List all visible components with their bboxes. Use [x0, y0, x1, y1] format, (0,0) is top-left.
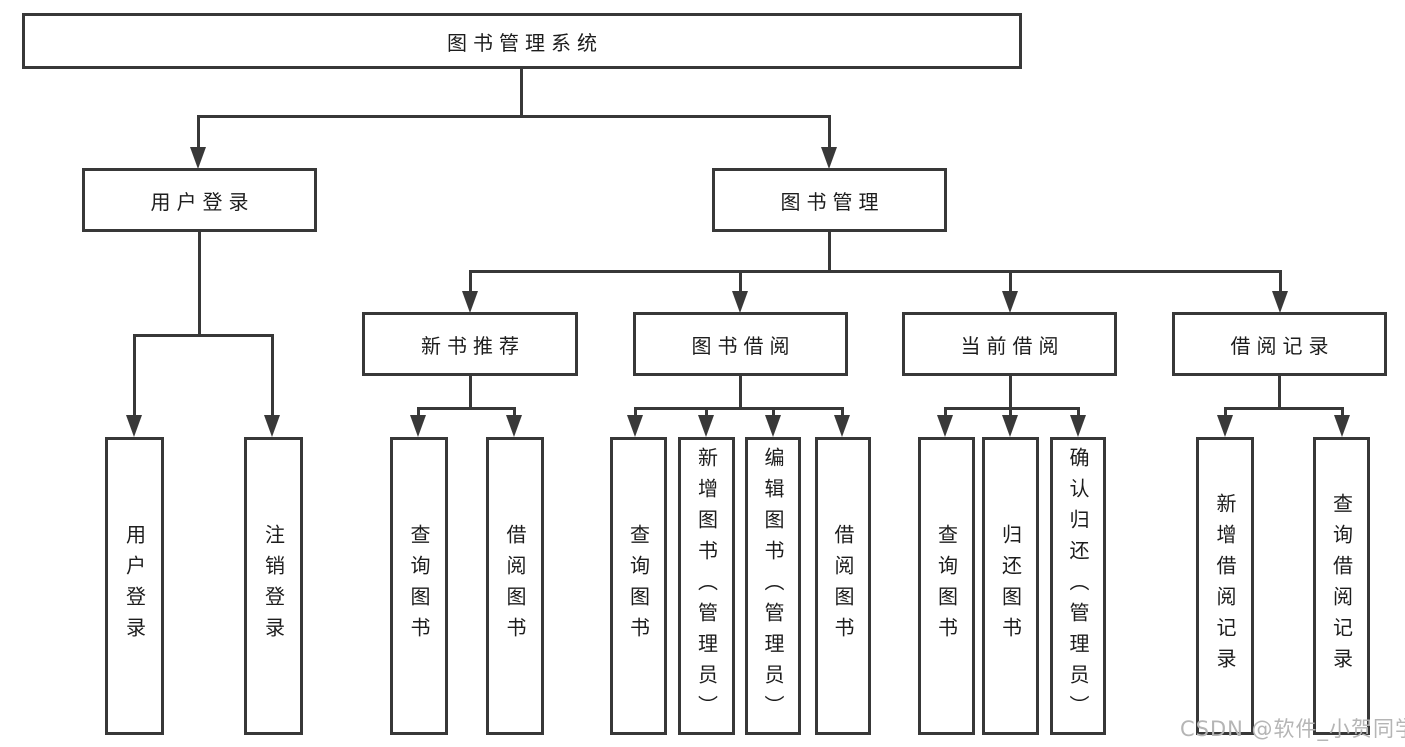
connector-level3-bar: [469, 270, 1282, 273]
connector-borrow-records-stem: [1278, 375, 1281, 410]
leaf-newbook-query-books-label: 查询图书: [407, 524, 431, 648]
connector-arrowhead-nb-borrow: [506, 415, 522, 437]
connector-arrowhead-nb-query: [410, 415, 426, 437]
connector-current-borrow-drop-3: [1077, 407, 1080, 417]
connector-book-borrow-drop-3: [772, 407, 775, 417]
leaf-logout-label: 注销登录: [261, 524, 286, 648]
leaf-newbook-borrow-books: 借阅图书: [486, 437, 544, 735]
connector-new-book-drop-1: [417, 407, 420, 417]
connector-new-book-stem: [469, 375, 472, 410]
connector-level2-drop-right: [828, 115, 831, 149]
connector-new-book-drop-2: [513, 407, 516, 417]
connector-book-borrow-drop-4: [841, 407, 844, 417]
connector-level2-drop-left: [197, 115, 200, 149]
node-current-borrow-label: 当前借阅: [960, 333, 1065, 358]
connector-arrowhead-bb-edit: [765, 415, 781, 437]
connector-book-borrow-stem: [739, 375, 742, 410]
node-borrow-records-label: 借阅记录: [1230, 333, 1335, 358]
leaf-borrow-add-books-admin-label: 新增图书（管理员）: [694, 446, 719, 726]
connector-current-borrow-bar: [944, 407, 1080, 410]
connector-level2-bar: [197, 115, 831, 118]
connector-user-login-drop-1: [133, 334, 136, 417]
connector-arrowhead-user-login: [190, 147, 206, 169]
leaf-current-confirm-return-admin: 确认归还（管理员）: [1050, 437, 1106, 735]
node-new-book-recommend-label: 新书推荐: [421, 333, 525, 358]
leaf-borrow-query-books: 查询图书: [610, 437, 667, 735]
connector-arrowhead-bb-borrow: [834, 415, 850, 437]
leaf-records-query-record-label: 查询借阅记录: [1329, 493, 1354, 679]
node-user-login: 用户登录: [82, 168, 317, 232]
connector-arrowhead-leaf-user-login: [126, 415, 142, 437]
node-book-borrow-label: 图书借阅: [691, 333, 796, 358]
leaf-current-query-books-label: 查询图书: [934, 524, 959, 648]
connector-arrowhead-book-borrow: [732, 291, 748, 313]
csdn-watermark: CSDN @软件_小贺同学: [1180, 717, 1405, 741]
connector-user-login-bar: [133, 334, 274, 337]
leaf-current-return-books: 归还图书: [982, 437, 1039, 735]
connector-arrowhead-bb-add: [698, 415, 714, 437]
connector-borrow-records-drop-2: [1341, 407, 1344, 417]
connector-arrowhead-bb-query: [627, 415, 643, 437]
connector-borrow-records-drop-1: [1224, 407, 1227, 417]
leaf-borrow-borrow-books-label: 借阅图书: [831, 524, 855, 648]
connector-current-borrow-stem: [1009, 375, 1012, 410]
connector-new-book-bar: [417, 407, 516, 410]
node-book-borrow: 图书借阅: [633, 312, 848, 376]
node-borrow-records: 借阅记录: [1172, 312, 1387, 376]
connector-level3-drop-2: [739, 270, 742, 293]
connector-borrow-records-bar: [1224, 407, 1344, 410]
leaf-logout: 注销登录: [244, 437, 303, 735]
node-current-borrow: 当前借阅: [902, 312, 1117, 376]
node-new-book-recommend: 新书推荐: [362, 312, 578, 376]
node-book-management: 图书管理: [712, 168, 947, 232]
node-library-system-label: 图书管理系统: [447, 30, 603, 55]
node-library-system: 图书管理系统: [22, 13, 1022, 69]
connector-arrowhead-borrow-records: [1272, 291, 1288, 313]
connector-root-stem: [520, 69, 523, 117]
connector-book-management-stem: [828, 231, 831, 273]
connector-arrowhead-book-management: [821, 147, 837, 169]
leaf-borrow-edit-books-admin: 编辑图书（管理员）: [745, 437, 801, 735]
connector-arrowhead-cb-confirm: [1070, 415, 1086, 437]
leaf-newbook-query-books: 查询图书: [390, 437, 448, 735]
connector-current-borrow-drop-1: [944, 407, 947, 417]
leaf-current-query-books: 查询图书: [918, 437, 975, 735]
node-book-management-label: 图书管理: [780, 189, 885, 214]
connector-level3-drop-4: [1279, 270, 1282, 293]
connector-level3-drop-1: [469, 270, 472, 293]
connector-book-borrow-drop-2: [705, 407, 708, 417]
leaf-newbook-borrow-books-label: 借阅图书: [503, 524, 527, 648]
connector-current-borrow-drop-2: [1009, 407, 1012, 417]
leaf-current-confirm-return-admin-label: 确认归还（管理员）: [1066, 446, 1090, 726]
connector-arrowhead-cb-return: [1002, 415, 1018, 437]
connector-user-login-drop-2: [271, 334, 274, 417]
leaf-borrow-edit-books-admin-label: 编辑图书（管理员）: [761, 446, 785, 726]
leaf-borrow-query-books-label: 查询图书: [626, 524, 651, 648]
node-user-login-label: 用户登录: [150, 189, 255, 214]
connector-arrowhead-leaf-logout: [264, 415, 280, 437]
leaf-records-query-record: 查询借阅记录: [1313, 437, 1370, 735]
leaf-user-login: 用户登录: [105, 437, 164, 735]
connector-arrowhead-cb-query: [937, 415, 953, 437]
leaf-records-add-record-label: 新增借阅记录: [1213, 493, 1237, 679]
connector-book-borrow-drop-1: [634, 407, 637, 417]
connector-level3-drop-3: [1009, 270, 1012, 293]
connector-arrowhead-br-query: [1334, 415, 1350, 437]
connector-arrowhead-new-book: [462, 291, 478, 313]
leaf-user-login-label: 用户登录: [122, 524, 147, 648]
leaf-records-add-record: 新增借阅记录: [1196, 437, 1254, 735]
connector-book-borrow-bar: [634, 407, 844, 410]
leaf-borrow-add-books-admin: 新增图书（管理员）: [678, 437, 735, 735]
connector-arrowhead-br-add: [1217, 415, 1233, 437]
leaf-borrow-borrow-books: 借阅图书: [815, 437, 871, 735]
connector-user-login-stem: [198, 231, 201, 336]
leaf-current-return-books-label: 归还图书: [998, 524, 1023, 648]
connector-arrowhead-current-borrow: [1002, 291, 1018, 313]
